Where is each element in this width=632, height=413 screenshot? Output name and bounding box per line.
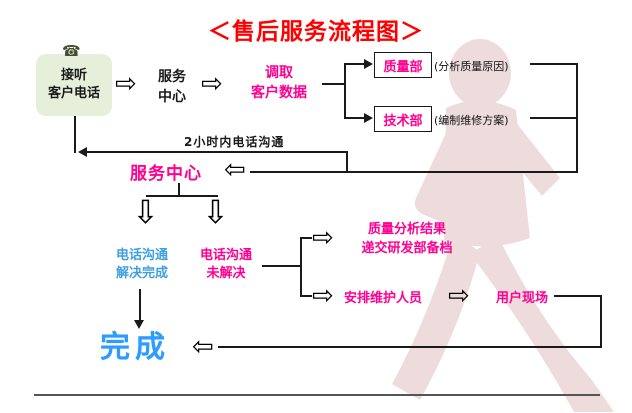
arrowhead-right [364, 59, 373, 69]
person-silhouette [392, 39, 614, 412]
connector-line [250, 171, 578, 173]
connector-line [300, 237, 302, 297]
connector-line [530, 63, 576, 65]
node-service-center-2: 服务中心 [130, 164, 202, 184]
node-arrange-staff: 安排维护人员 [344, 291, 423, 306]
node-unresolved: 电话沟通 未解决 [199, 248, 252, 282]
connector-line [344, 117, 366, 119]
connector-line [262, 265, 300, 267]
arrow-down-icon: ⇩ [132, 193, 159, 231]
phone-icon: ☎ [62, 42, 81, 60]
node-tech-dept: 技术部 [374, 106, 432, 132]
arrowhead-down [134, 320, 144, 329]
connector-line [300, 295, 312, 297]
connector-line [554, 295, 600, 297]
connector-line [218, 346, 602, 348]
feedback-2h-label: 2小时内电话沟通 [184, 135, 285, 149]
connector-line [300, 237, 312, 239]
node-retrieve-data: 调取 客户数据 [251, 65, 307, 102]
arrow-left-icon: ⇦ [224, 155, 246, 185]
connector-line [84, 151, 346, 153]
node-quality-dept: 质量部 [374, 52, 432, 78]
tech-dept-note: (编制维修方案) [434, 114, 509, 127]
arrow-left-icon: ⇦ [192, 332, 214, 362]
connector-line [344, 63, 346, 119]
arrow-right-icon: ⇨ [312, 281, 334, 311]
footer-divider [34, 394, 600, 396]
node-resolved: 电话沟通 解决完成 [115, 248, 168, 282]
arrow-right-icon: ⇨ [201, 69, 223, 99]
page-title: ＜售后服务流程图＞ [208, 19, 424, 45]
arrow-right-icon: ⇨ [312, 223, 334, 253]
connector-line [600, 295, 602, 348]
node-done: 完成 [100, 330, 170, 365]
node-user-site: 用户现场 [496, 291, 549, 306]
arrow-right-icon: ⇨ [448, 281, 470, 311]
arrow-down-icon: ⇩ [202, 193, 229, 231]
connector-line [576, 63, 578, 173]
connector-line [344, 63, 366, 65]
arrowhead-left [78, 147, 87, 157]
connector-line [74, 116, 76, 153]
quality-dept-note: (分析质量原因) [434, 60, 509, 73]
connector-line [178, 183, 180, 195]
connector-line [530, 117, 576, 119]
connector-line [146, 195, 218, 197]
node-service-center-1: 服务 中心 [158, 69, 186, 106]
connector-line [139, 289, 141, 321]
node-quality-result: 质量分析结果 递交研发部备档 [361, 222, 453, 256]
arrowhead-right [364, 113, 373, 123]
node-answer-phone: 接听 客户电话 [36, 54, 112, 116]
arrow-right-icon: ⇨ [115, 69, 137, 99]
connector-line [346, 151, 348, 173]
connector-line [322, 83, 344, 85]
